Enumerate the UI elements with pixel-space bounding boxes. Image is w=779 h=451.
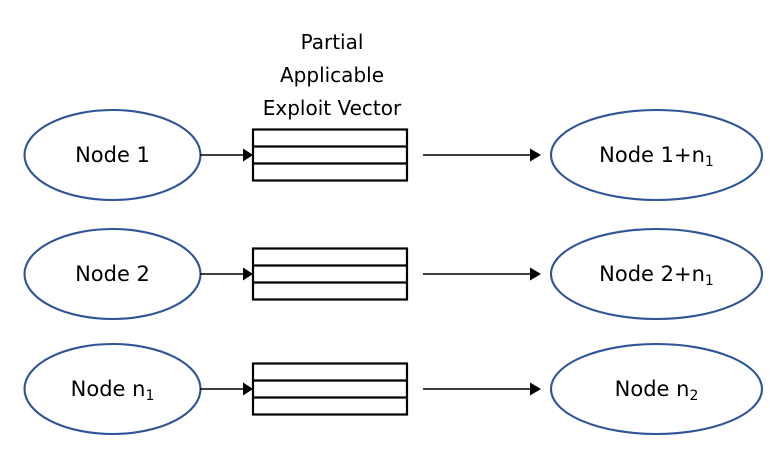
arrow-vector-to-target-3 [423, 382, 541, 396]
target-node-1-ellipse[interactable] [549, 108, 764, 202]
title-line-3: Exploit Vector [263, 96, 402, 120]
source-node-2-label: Node 2 [75, 262, 150, 286]
exploit-vector-box-2-outline[interactable] [251, 247, 409, 301]
source-node-1-label-base: Node 1 [75, 143, 150, 167]
arrow-vector-to-target-1-head [530, 148, 541, 162]
target-node-1-label-subscript: 1 [705, 154, 714, 170]
target-node-3-label: Node n2 [615, 377, 699, 404]
target-node-2-label-base: Node 2+n [599, 262, 705, 286]
target-node-3-label-subscript: 2 [689, 388, 698, 404]
source-node-1-label: Node 1 [75, 143, 150, 167]
arrow-vector-to-target-2 [423, 267, 541, 281]
source-node-3[interactable]: Node n1 [23, 342, 202, 436]
source-node-2[interactable]: Node 2 [23, 227, 202, 321]
flow-row-1: Node 1 Node [23, 108, 764, 202]
exploit-vector-box-1[interactable] [251, 128, 409, 182]
target-node-2-label: Node 2+n1 [599, 262, 714, 289]
target-node-1[interactable]: Node 1+n1 [549, 108, 764, 202]
source-node-3-label-subscript: 1 [145, 388, 154, 404]
source-node-3-label: Node n1 [71, 377, 155, 404]
title-line-2: Applicable [280, 63, 384, 87]
arrow-vector-to-target-2-head [530, 267, 541, 281]
arrow-source-to-vector-2 [200, 267, 253, 281]
arrow-source-to-vector-3 [200, 382, 253, 396]
target-node-2[interactable]: Node 2+n1 [549, 227, 764, 321]
flow-row-3: Node n1 Node n2 [23, 342, 764, 436]
exploit-vector-box-3-outline[interactable] [251, 362, 409, 416]
arrow-vector-to-target-1 [423, 148, 541, 162]
exploit-vector-box-3[interactable] [251, 362, 409, 416]
arrow-source-to-vector-2-head [243, 267, 253, 281]
title-line-1: Partial [301, 30, 364, 54]
arrow-source-to-vector-1 [200, 148, 253, 162]
arrow-source-to-vector-1-head [243, 148, 253, 162]
source-node-2-label-base: Node 2 [75, 262, 150, 286]
flow-row-2: Node 2 Node 2+n1 [23, 227, 764, 321]
exploit-vector-box-2[interactable] [251, 247, 409, 301]
target-node-1-label-base: Node 1+n [599, 143, 705, 167]
target-node-3-label-base: Node n [615, 377, 690, 401]
target-node-3[interactable]: Node n2 [549, 342, 764, 436]
exploit-vector-box-1-outline[interactable] [251, 128, 409, 182]
target-node-3-ellipse[interactable] [549, 342, 764, 436]
arrow-source-to-vector-3-head [243, 382, 253, 396]
source-node-3-label-base: Node n [71, 377, 146, 401]
arrow-vector-to-target-3-head [530, 382, 541, 396]
diagram-title: Partial Applicable Exploit Vector [263, 30, 402, 120]
target-node-1-label: Node 1+n1 [599, 143, 714, 170]
target-node-2-ellipse[interactable] [549, 227, 764, 321]
source-node-1[interactable]: Node 1 [23, 108, 202, 202]
target-node-2-label-subscript: 1 [705, 273, 714, 289]
